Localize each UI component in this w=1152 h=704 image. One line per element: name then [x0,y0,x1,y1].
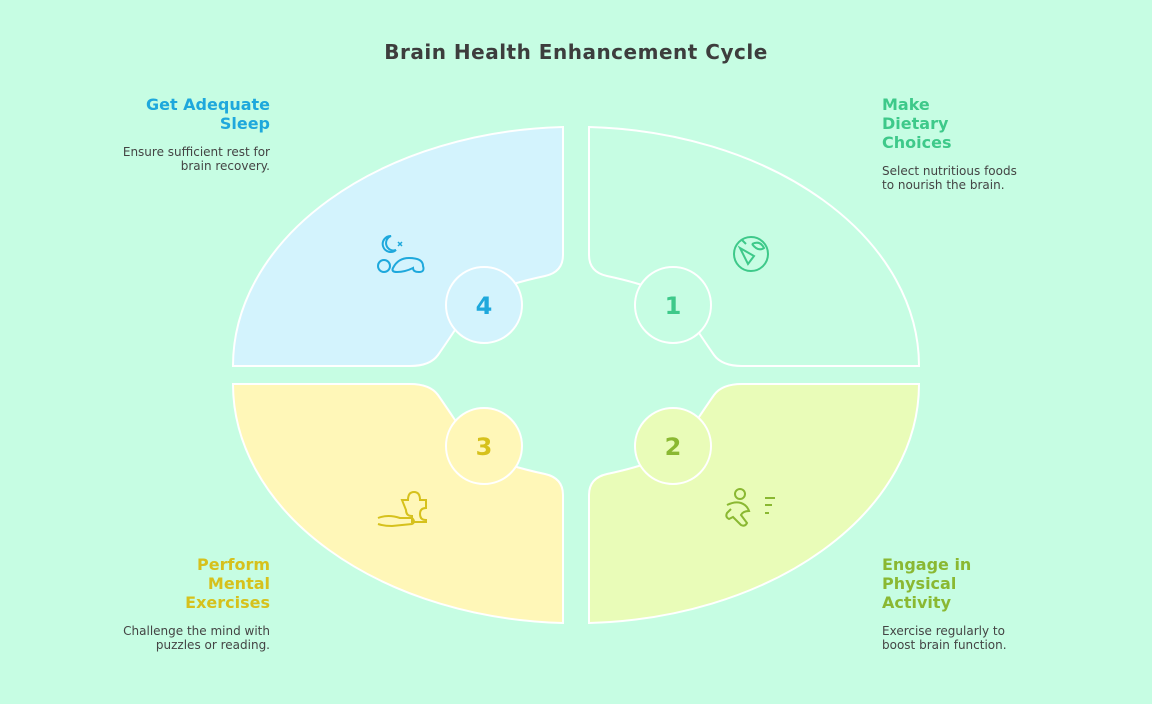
step-number-1: 1 [665,292,682,320]
step-circle-3 [445,407,523,485]
step-number-4: 4 [476,292,493,320]
step-2-title: Engage in Physical Activity [882,555,972,612]
step-3-description: Challenge the mind with puzzles or readi… [123,624,270,652]
sleeping-person-icon [377,234,425,274]
step-number-3: 3 [476,433,493,461]
step-3-title: Perform Mental Exercises [185,555,270,612]
step-1-description: Select nutritious foods to nourish the b… [882,164,1017,192]
running-person-icon [725,488,775,527]
step-circle-2 [634,407,712,485]
step-2-label: Engage in Physical Activity Exercise reg… [882,555,1052,652]
quadrant-activity [588,383,921,625]
diagram-title: Brain Health Enhancement Cycle [384,40,768,64]
step-number-2: 2 [665,433,682,461]
step-4-label: Get Adequate Sleep Ensure sufficient res… [100,95,270,173]
step-2-description: Exercise regularly to boost brain functi… [882,624,1007,652]
salad-bowl-icon [733,236,769,272]
step-4-description: Ensure sufficient rest for brain recover… [122,145,270,173]
step-1-title: Make Dietary Choices [882,95,952,152]
puzzle-hand-icon [377,490,427,528]
step-circle-4 [445,266,523,344]
quadrant-mental [231,383,564,625]
step-1-label: Make Dietary Choices Select nutritious f… [882,95,1052,192]
step-circle-1 [634,266,712,344]
step-4-title: Get Adequate Sleep [145,95,270,133]
step-3-label: Perform Mental Exercises Challenge the m… [100,555,270,652]
